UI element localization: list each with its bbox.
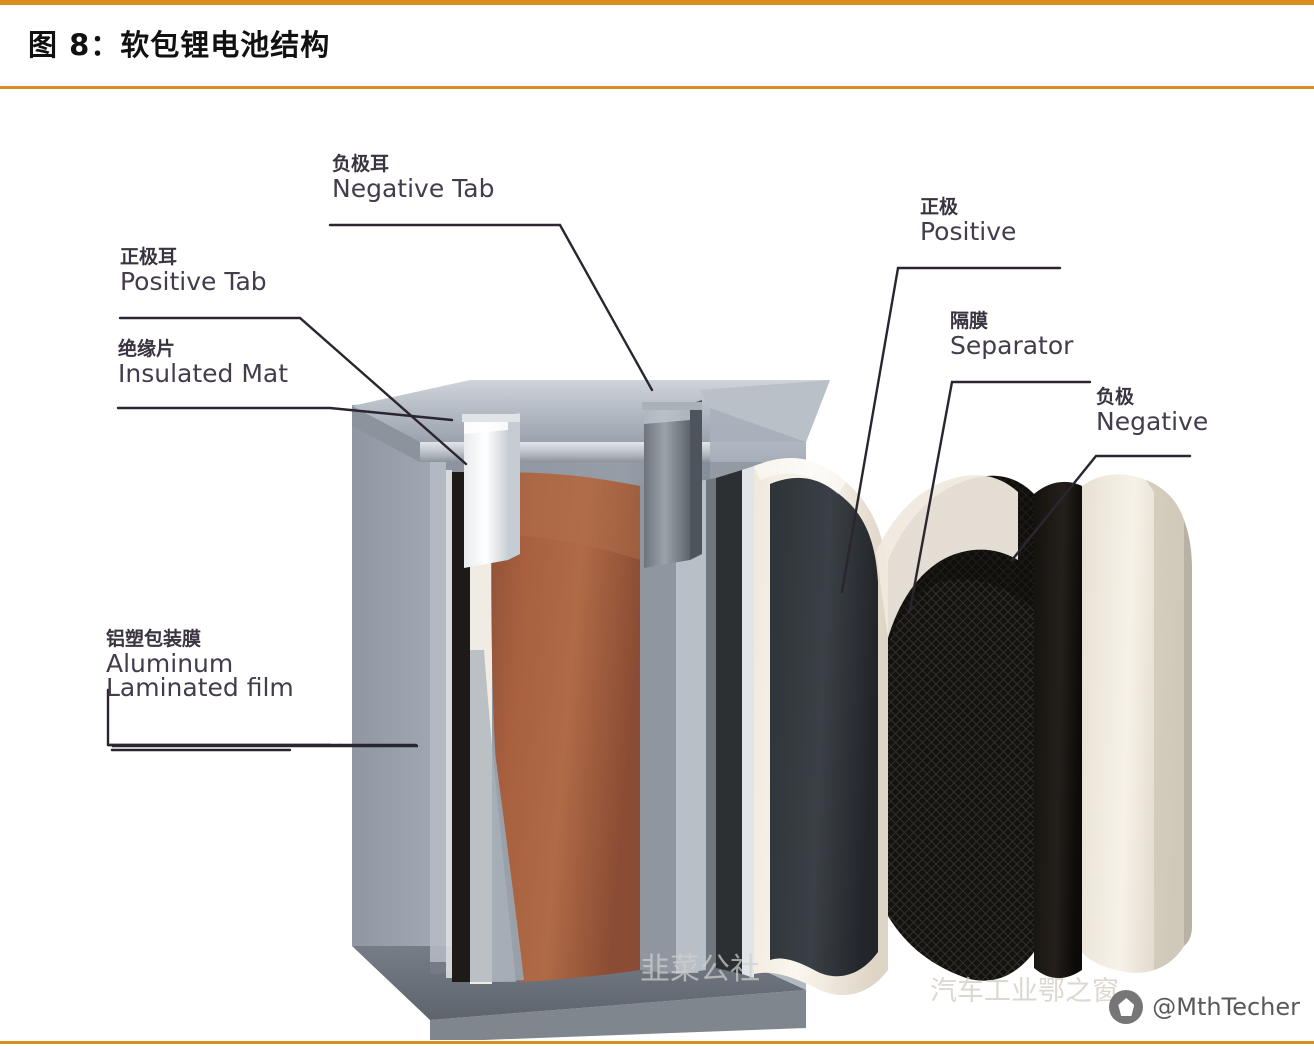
callout-separator: 隔膜 Separator — [950, 310, 1074, 360]
watermark-account-name: @MthTecher — [1152, 993, 1300, 1021]
callout-separator-en: Separator — [950, 330, 1074, 360]
callout-negative-en: Negative — [1096, 406, 1209, 436]
callout-negative-tab: 负极耳 Negative Tab — [332, 153, 495, 203]
callout-negative-tab-en: Negative Tab — [332, 173, 495, 203]
callout-positive: 正极 Positive — [920, 196, 1017, 246]
callout-negative-tab-cn: 负极耳 — [332, 153, 390, 175]
callout-separator-cn: 隔膜 — [950, 310, 989, 332]
callout-aluminum-film: 铝塑包装膜 Aluminum Laminated film — [106, 628, 294, 703]
callout-insulated-mat: 绝缘片 Insulated Mat — [118, 338, 289, 388]
callout-aluminum-film-cn: 铝塑包装膜 — [106, 628, 202, 650]
callout-aluminum-film-en-line1: Aluminum — [106, 648, 234, 678]
battery-structure-figure: 正极耳 Positive Tab 绝缘片 Insulated Mat 负极耳 N… — [0, 90, 1314, 1040]
callout-negative-cn: 负极 — [1096, 386, 1135, 408]
callout-positive-en: Positive — [920, 216, 1017, 246]
top-accent-rule — [0, 0, 1314, 5]
header-divider-rule — [0, 86, 1314, 89]
callout-aluminum-film-en-line2: Laminated film — [106, 673, 294, 703]
callout-positive-cn: 正极 — [920, 196, 959, 218]
callout-positive-tab: 正极耳 Positive Tab — [120, 246, 267, 296]
callout-insulated-mat-en: Insulated Mat — [118, 358, 289, 388]
watermark-center-text: 韭菜公社 — [640, 952, 760, 987]
callout-insulated-mat-cn: 绝缘片 — [118, 338, 176, 360]
bottom-accent-rule — [0, 1041, 1314, 1044]
callout-negative: 负极 Negative — [1096, 386, 1209, 436]
callout-positive-tab-en: Positive Tab — [120, 266, 267, 296]
watermark-account: @MthTecher — [1109, 990, 1300, 1024]
page-title: 图 8：软包锂电池结构 — [28, 28, 331, 62]
callout-positive-tab-cn: 正极耳 — [120, 246, 178, 268]
watermark-logo-icon — [1109, 990, 1144, 1024]
watermark-center-text-2: 汽车工业鄂之窗 — [930, 976, 1119, 1007]
battery-diagram-svg — [106, 223, 1192, 1040]
